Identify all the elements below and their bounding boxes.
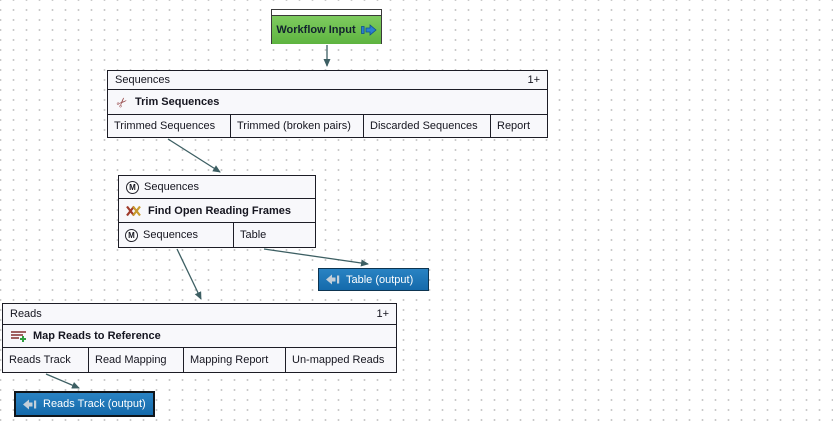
orf-output-ports: M Sequences Table [119,223,315,247]
map-reads-node[interactable]: Reads 1+ Map Reads to Reference Reads Tr… [2,303,397,373]
trim-tool-row[interactable]: ✂ Trim Sequences [108,90,547,115]
find-orf-node[interactable]: M Sequences Find Open Reading Frames M S… [118,175,316,248]
wire-trim-to-orf [167,138,221,173]
port-trimmed-broken-pairs[interactable]: Trimmed (broken pairs) [231,115,364,137]
back-arrow-icon [23,399,37,409]
reads-input-row[interactable]: Reads 1+ [3,304,396,325]
table-output-node[interactable]: Table (output) [318,268,429,291]
reads-track-output-label: Reads Track (output) [43,398,146,410]
port-orf-sequences-label: Sequences [143,229,199,241]
port-orf-sequences[interactable]: M Sequences [119,223,234,247]
map-tool-row[interactable]: Map Reads to Reference [3,325,396,348]
table-output-label: Table (output) [346,273,414,286]
port-report[interactable]: Report [497,120,531,132]
reads-output-ports: Reads Track Read Mapping Mapping Report … [3,348,396,372]
trim-sequences-node[interactable]: Sequences 1+ ✂ Trim Sequences Trimmed Se… [107,70,548,138]
orf-input-port-label: Sequences [144,181,200,193]
trim-output-ports: Trimmed Sequences Trimmed (broken pairs)… [108,115,547,137]
wire-reads-to-readstrack-output [45,373,80,389]
trim-input-row[interactable]: Sequences 1+ [108,71,547,90]
cardinality-badge: 1+ [527,74,540,86]
scissors-icon: ✂ [112,92,132,112]
crossed-frames-icon [126,205,141,216]
reads-track-output-node[interactable]: Reads Track (output) [14,391,155,417]
port-reads-track[interactable]: Reads Track [3,348,89,372]
wire-orf-to-table-output [263,248,369,267]
m-circle-icon: M [126,180,139,194]
wire-orf-to-reads [176,248,202,300]
back-arrow-icon [326,274,340,285]
forward-arrow-icon [360,24,377,36]
trim-tool-label: Trim Sequences [135,96,220,108]
workflow-input-node[interactable]: Workflow Input [271,9,382,44]
trim-input-port-label: Sequences [115,74,171,86]
m-circle-icon: M [125,228,138,242]
workflow-input-label: Workflow Input [276,24,356,36]
port-discarded-sequences[interactable]: Discarded Sequences [364,115,491,137]
input-node-title-strip [272,10,381,15]
port-orf-table[interactable]: Table [240,229,267,241]
port-trimmed-sequences[interactable]: Trimmed Sequences [108,115,231,137]
read-mapping-icon [11,330,26,342]
port-read-mapping[interactable]: Read Mapping [89,348,184,372]
orf-tool-row[interactable]: Find Open Reading Frames [119,199,315,223]
port-unmapped-reads[interactable]: Un-mapped Reads [292,354,385,366]
orf-tool-label: Find Open Reading Frames [148,204,292,217]
reads-input-port-label: Reads [10,308,42,320]
orf-input-row[interactable]: M Sequences [119,176,315,199]
cardinality-badge: 1+ [376,308,389,320]
port-mapping-report[interactable]: Mapping Report [184,348,286,372]
map-tool-label: Map Reads to Reference [33,330,161,342]
